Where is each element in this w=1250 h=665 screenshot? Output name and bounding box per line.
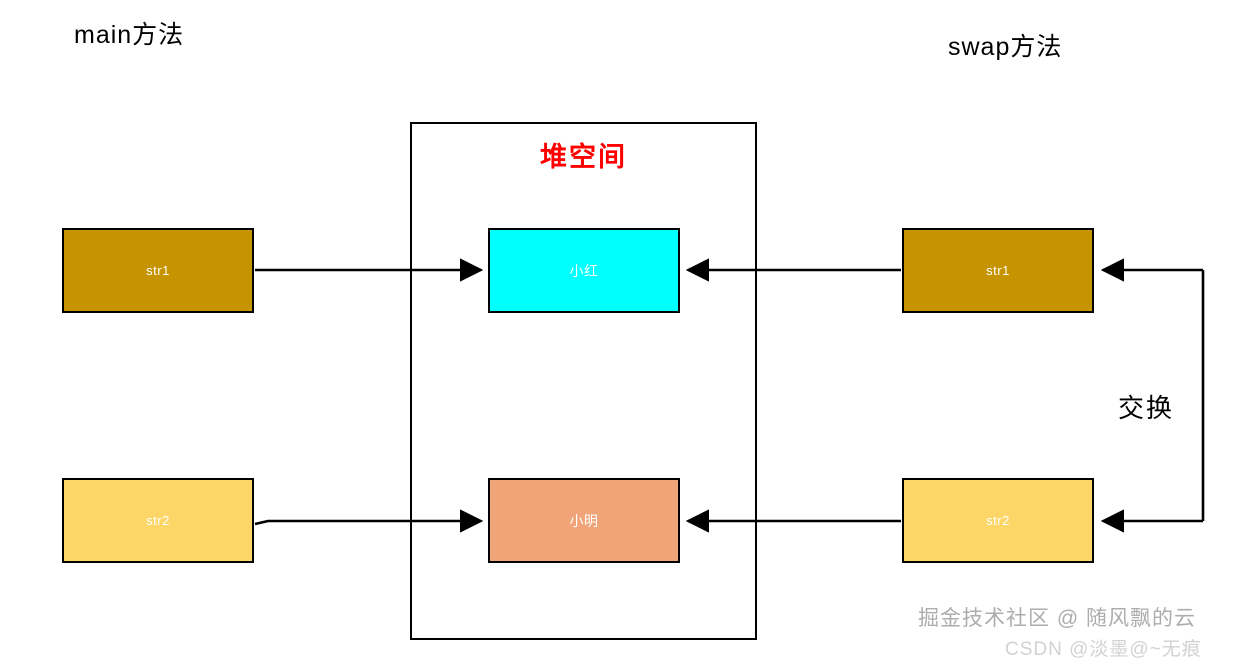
watermark-csdn: CSDN @淡墨@~无痕 [1005,639,1202,660]
main-method-title: main方法 [74,21,185,49]
swap-variable-str2: str2 [902,478,1094,563]
heap-space-container [410,122,757,640]
main-variable-str1: str1 [62,228,254,313]
swap-variable-str1: str1 [902,228,1094,313]
heap-object-xiaoming: 小明 [488,478,680,563]
heap-object-xiaohong: 小红 [488,228,680,313]
swap-method-title: swap方法 [948,33,1063,61]
main-variable-str2: str2 [62,478,254,563]
watermark-juejin: 掘金技术社区 @ 随风飘的云 [918,607,1196,630]
swap-connector-label: 交换 [1118,393,1175,423]
heap-space-label: 堆空间 [540,142,627,172]
